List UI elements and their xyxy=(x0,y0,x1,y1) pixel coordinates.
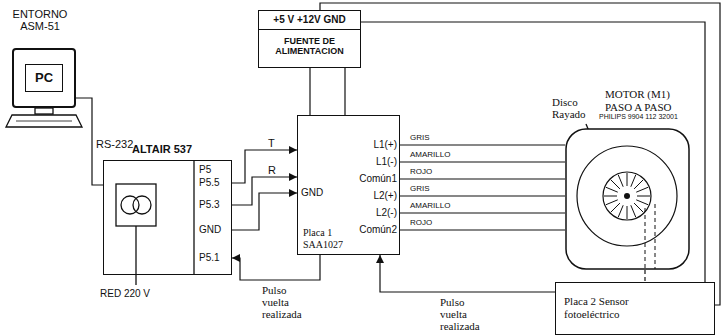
signal-label: Pulso vuelta realizada xyxy=(440,296,490,332)
sensor-link xyxy=(644,270,645,282)
pc-monitor: PC xyxy=(12,48,76,108)
signal-label: R xyxy=(268,164,276,176)
disk-stripe xyxy=(634,180,643,189)
wire xyxy=(400,178,565,179)
mains-wire xyxy=(135,226,136,285)
monitor-stand xyxy=(35,108,53,114)
wire xyxy=(232,193,297,230)
wire xyxy=(309,68,310,115)
pin-name: L2(-) xyxy=(345,207,397,218)
mains-label: RED 220 V xyxy=(100,288,150,299)
wire xyxy=(232,255,320,280)
power-supply-box: +5 V +12V GNDFUENTE DE ALIMENTACION xyxy=(258,10,361,68)
disk-stripe xyxy=(636,200,648,205)
pin-name: Común2 xyxy=(345,224,397,235)
pin-name: L1(-) xyxy=(345,156,397,167)
pin-name: L2(+) xyxy=(345,190,397,201)
wire-color: ROJO xyxy=(410,219,432,228)
disk-stripe xyxy=(627,206,628,219)
wire xyxy=(400,144,565,145)
part-label: Disco Rayado xyxy=(552,96,600,120)
disk-stripe xyxy=(631,175,636,187)
pin-name: P5.1 xyxy=(199,252,220,263)
wire xyxy=(400,161,565,162)
motor-housing xyxy=(566,129,689,269)
signal-label: T xyxy=(268,137,275,149)
wire xyxy=(400,212,565,213)
node-text: PHILIPS 9904 112 32001 xyxy=(599,113,678,121)
keyboard-keys xyxy=(16,121,72,122)
node-text: Placa 2 Sensor fotoeléctrico xyxy=(556,283,672,332)
disk-stripe xyxy=(611,180,620,189)
wire xyxy=(232,177,297,205)
pin-name: P5.5 xyxy=(199,177,220,188)
wire-color: GRIS xyxy=(410,185,430,194)
pin-name: Común1 xyxy=(345,173,397,184)
disk-stripe xyxy=(604,196,617,197)
environment-label: ENTORNO ASM-51 xyxy=(8,8,72,32)
wire xyxy=(361,22,705,282)
node-text: Placa 1 SAA1027 xyxy=(303,227,358,250)
disk-stripe xyxy=(637,196,650,197)
disk-stripe xyxy=(631,205,636,217)
wire xyxy=(344,68,345,115)
motor-body xyxy=(577,146,677,246)
node-text: ALTAIR 537 xyxy=(132,143,192,156)
pin-name: P5.3 xyxy=(199,199,220,210)
disk-stripe xyxy=(636,187,648,192)
disk-stripe xyxy=(606,187,618,192)
disk-stripe xyxy=(618,175,623,187)
pin-name: L1(+) xyxy=(345,139,397,150)
transformer-box xyxy=(116,184,156,226)
wire-color: AMARILLO xyxy=(410,202,450,211)
wire-color: AMARILLO xyxy=(410,151,450,160)
sensor-beam xyxy=(655,204,656,269)
port-divider xyxy=(193,160,194,275)
keyboard xyxy=(6,115,82,127)
sensor-board-box: Placa 2 Sensor fotoeléctrico xyxy=(555,282,715,335)
pin-name: GND xyxy=(199,224,221,235)
disk-stripe xyxy=(611,203,620,212)
disk-stripe xyxy=(618,205,623,217)
transformer-coil xyxy=(133,196,151,214)
node-text: PC xyxy=(25,64,63,93)
signal-label: RS-232 xyxy=(96,138,133,150)
disk-stripe xyxy=(606,200,618,205)
striped-disk xyxy=(603,172,651,220)
wire xyxy=(400,195,565,196)
node-text: MOTOR (M1) PASO A PASO xyxy=(605,88,687,113)
disk-stripe xyxy=(634,203,643,212)
signal-label: Pulso vuelta realizada xyxy=(262,284,312,320)
motor-shaft xyxy=(624,193,630,199)
pin-name: GND xyxy=(301,187,323,198)
port-name: P5 xyxy=(199,164,211,175)
sensor-beam xyxy=(645,208,646,269)
stepper-motor: MOTOR (M1) PASO A PASOPHILIPS 9904 112 3… xyxy=(565,128,690,270)
wire xyxy=(400,229,565,230)
wire-color: ROJO xyxy=(410,168,432,177)
wire xyxy=(232,150,297,183)
node-text: +5 V +12V GND xyxy=(259,11,360,30)
wire xyxy=(380,255,555,292)
disk-stripe xyxy=(627,173,628,186)
node-text: FUENTE DE ALIMENTACION xyxy=(259,30,360,63)
motor-drawing xyxy=(565,128,690,270)
wire xyxy=(320,3,720,305)
wire-color: GRIS xyxy=(410,134,430,143)
